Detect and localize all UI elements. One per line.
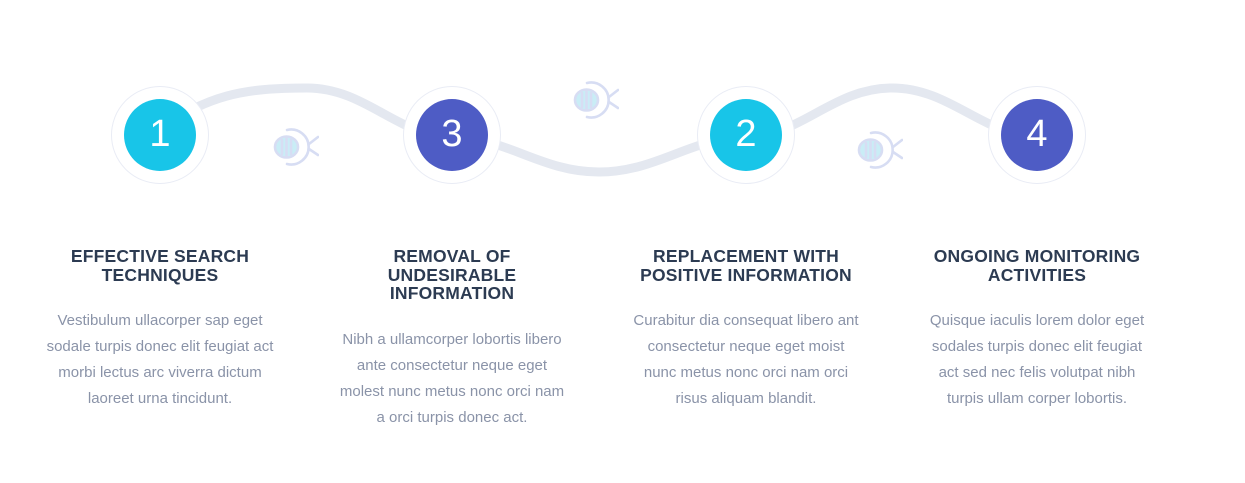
bee-icon — [273, 128, 319, 166]
step-description: Quisque iaculis lorem dolor eget sodales… — [929, 312, 1145, 408]
step-description: Curabitur dia consequat libero ant conse… — [633, 312, 859, 408]
step-circle-4: 4 — [988, 86, 1086, 184]
step-number: 4 — [1026, 113, 1048, 155]
bee-icon — [857, 131, 903, 169]
step-column-3: REMOVAL OF UNDESIRABLE INFORMATION Nibh … — [302, 247, 602, 431]
connector-wave — [145, 83, 1045, 177]
step-number: 2 — [735, 113, 757, 155]
step-number: 3 — [441, 113, 463, 155]
step-circle-1: 1 — [111, 86, 209, 184]
step-title: ONGOING MONITORING ACTIVITIES — [933, 246, 1141, 285]
step-circle-3: 3 — [403, 86, 501, 184]
step-description: Vestibulum ullacorper sap eget sodale tu… — [46, 312, 274, 408]
step-title: EFFECTIVE SEARCH TECHNIQUES — [70, 246, 250, 285]
step-disc: 2 — [710, 99, 782, 171]
step-disc: 1 — [124, 99, 196, 171]
step-disc: 3 — [416, 99, 488, 171]
step-description: Nibh a ullamcorper lobortis libero ante … — [339, 331, 565, 426]
step-number: 1 — [149, 113, 171, 155]
step-column-4: ONGOING MONITORING ACTIVITIES Quisque ia… — [887, 247, 1187, 412]
step-circle-2: 2 — [697, 86, 795, 184]
step-column-1: EFFECTIVE SEARCH TECHNIQUES Vestibulum u… — [10, 247, 310, 412]
step-column-2: REPLACEMENT WITH POSITIVE INFORMATION Cu… — [596, 247, 896, 412]
step-title: REPLACEMENT WITH POSITIVE INFORMATION — [640, 246, 852, 285]
step-disc: 4 — [1001, 99, 1073, 171]
step-title: REMOVAL OF UNDESIRABLE INFORMATION — [387, 246, 517, 304]
bee-icon — [573, 81, 619, 119]
